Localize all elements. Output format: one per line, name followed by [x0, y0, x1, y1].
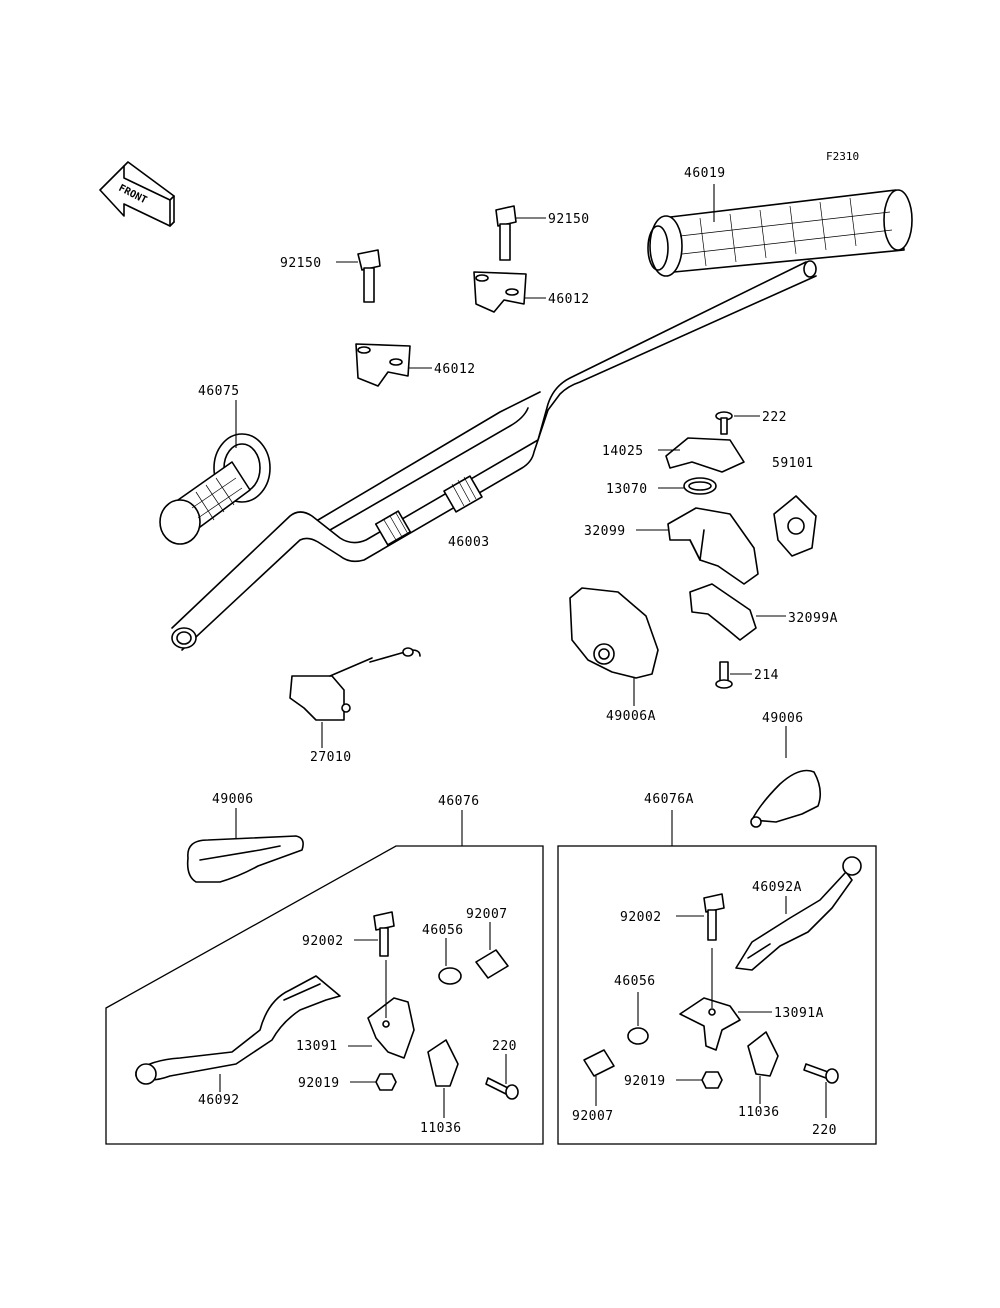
- callout-214: 214: [754, 668, 779, 683]
- assembly-box-46076A: [557, 810, 877, 1145]
- nut-46056-left: [438, 938, 462, 985]
- front-arrow-icon: FRONT: [99, 161, 175, 227]
- callout-13091: 13091: [296, 1039, 338, 1054]
- callout-220-right: 220: [812, 1123, 837, 1138]
- callout-32099A: 32099A: [788, 611, 838, 626]
- grip-46019: [647, 184, 913, 277]
- holder-46012-lower: [355, 343, 432, 387]
- callout-92007-right: 92007: [572, 1109, 614, 1124]
- bolt-92150-right: [495, 205, 546, 261]
- figure-id: F2310: [826, 150, 859, 163]
- callout-27010: 27010: [310, 750, 352, 765]
- clamp-13070: [658, 477, 717, 495]
- callout-46056-right: 46056: [614, 974, 656, 989]
- callout-92002-left: 92002: [302, 934, 344, 949]
- callout-labels: 46019 92150 92150 46012 46012 46075 4600…: [198, 166, 838, 1138]
- callout-46019: 46019: [684, 166, 726, 181]
- throttle-housing-32099A: [689, 583, 786, 641]
- callout-11036-right: 11036: [738, 1105, 780, 1120]
- throttle-cam-59101: [773, 495, 817, 557]
- clamp-11036-left: [427, 1039, 459, 1118]
- callout-92150-left: 92150: [280, 256, 322, 271]
- lever-cover-49006-right: [750, 726, 822, 828]
- callout-92150-right: 92150: [548, 212, 590, 227]
- grip-46075: [159, 400, 271, 545]
- callout-222: 222: [762, 410, 787, 425]
- callout-32099: 32099: [584, 524, 626, 539]
- callout-92019-left: 92019: [298, 1076, 340, 1091]
- nut-46056-right: [627, 992, 649, 1045]
- adjuster-92007-right: [583, 1049, 615, 1106]
- callout-46056-left: 46056: [422, 923, 464, 938]
- callout-92019-right: 92019: [624, 1074, 666, 1089]
- holder-13091: [348, 960, 415, 1059]
- handlebar-46003: [171, 260, 817, 651]
- cover-14025: [658, 437, 745, 473]
- throttle-housing-32099: [636, 507, 759, 585]
- clamp-11036-right: [747, 1031, 779, 1104]
- callout-92007-left: 92007: [466, 907, 508, 922]
- callout-46012-upper: 46012: [548, 292, 590, 307]
- callout-46076A: 46076A: [644, 792, 694, 807]
- callout-49006-left: 49006: [212, 792, 254, 807]
- callout-59101: 59101: [772, 456, 814, 471]
- holder-46012-upper: [473, 271, 546, 313]
- bolt-92002-left: [354, 911, 395, 957]
- cover-49006A: [569, 587, 659, 706]
- nut-92019-right: [676, 1071, 723, 1089]
- callout-13091A: 13091A: [774, 1006, 824, 1021]
- screw-222: [715, 411, 760, 435]
- adjuster-92007-left: [475, 922, 509, 979]
- switch-27010: [289, 647, 421, 748]
- callout-49006-right: 49006: [762, 711, 804, 726]
- callout-14025: 14025: [602, 444, 644, 459]
- callout-46003: 46003: [448, 535, 490, 550]
- callout-46076: 46076: [438, 794, 480, 809]
- bolt-220-left: [485, 1054, 519, 1100]
- lever-46092A: [735, 856, 862, 971]
- callout-13070: 13070: [606, 482, 648, 497]
- lever-cover-49006-left: [186, 808, 304, 883]
- callout-46092: 46092: [198, 1093, 240, 1108]
- lever-46092: [135, 975, 341, 1092]
- callout-46092A: 46092A: [752, 880, 802, 895]
- callout-92002-right: 92002: [620, 910, 662, 925]
- callout-46075: 46075: [198, 384, 240, 399]
- holder-13091A: [679, 948, 772, 1051]
- bolt-92150-left: [336, 249, 381, 303]
- callout-49006A: 49006A: [606, 709, 656, 724]
- callout-11036-left: 11036: [420, 1121, 462, 1136]
- callout-220-left: 220: [492, 1039, 517, 1054]
- assembly-box-46076: [105, 810, 544, 1145]
- bolt-220-right: [803, 1063, 839, 1118]
- callout-46012-lower: 46012: [434, 362, 476, 377]
- screw-214: [715, 661, 752, 689]
- nut-92019-left: [350, 1073, 397, 1091]
- bolt-92002-right: [676, 893, 725, 941]
